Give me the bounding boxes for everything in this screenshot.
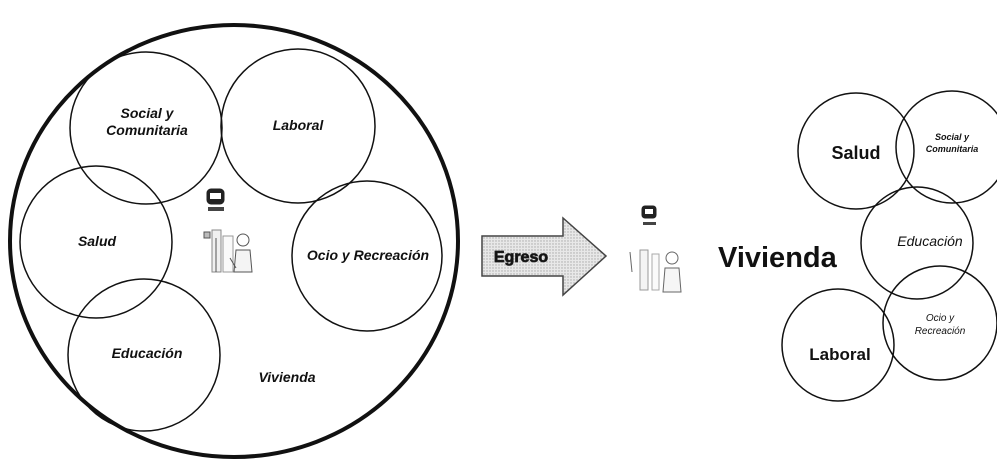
educacion-circle-right	[860, 186, 974, 300]
person-icon	[629, 205, 682, 293]
social-circle	[69, 51, 223, 205]
laboral-circle-right	[781, 288, 895, 402]
left-diagram: Social y Comunitaria Laboral Salud Ocio …	[8, 23, 460, 459]
laboral-circle	[220, 48, 376, 204]
ocio-label-right-line1: Ocio y	[926, 313, 955, 324]
educacion-circle	[67, 278, 221, 432]
educacion-label: Educación	[112, 345, 183, 361]
educacion-label-right: Educación	[897, 233, 963, 249]
laboral-label-right: Laboral	[809, 345, 870, 364]
ocio-label-right-line2: Recreación	[915, 326, 966, 337]
salud-label: Salud	[78, 233, 117, 249]
egreso-arrow: Egreso	[481, 216, 608, 297]
ocio-circle-right	[882, 265, 997, 381]
social-label-line1: Social y	[121, 105, 175, 121]
social-label-right-line1: Social y	[935, 132, 970, 142]
social-label-right-line2: Comunitaria	[926, 144, 979, 154]
ocio-circle	[291, 180, 443, 332]
social-circle-right	[895, 90, 997, 204]
right-diagram: Vivienda Salud Social y Comunitaria Educ…	[718, 90, 997, 402]
family-icon	[203, 188, 253, 273]
egreso-label: Egreso	[494, 249, 548, 266]
vivienda-label: Vivienda	[258, 369, 315, 385]
salud-circle	[19, 165, 173, 319]
social-label-line2: Comunitaria	[106, 122, 188, 138]
vivienda-heading: Vivienda	[718, 242, 838, 274]
ocio-label: Ocio y Recreación	[307, 247, 429, 263]
laboral-label: Laboral	[273, 117, 325, 133]
salud-label-right: Salud	[831, 143, 880, 163]
vivienda-outer-circle	[8, 23, 460, 459]
salud-circle-right	[797, 92, 915, 210]
